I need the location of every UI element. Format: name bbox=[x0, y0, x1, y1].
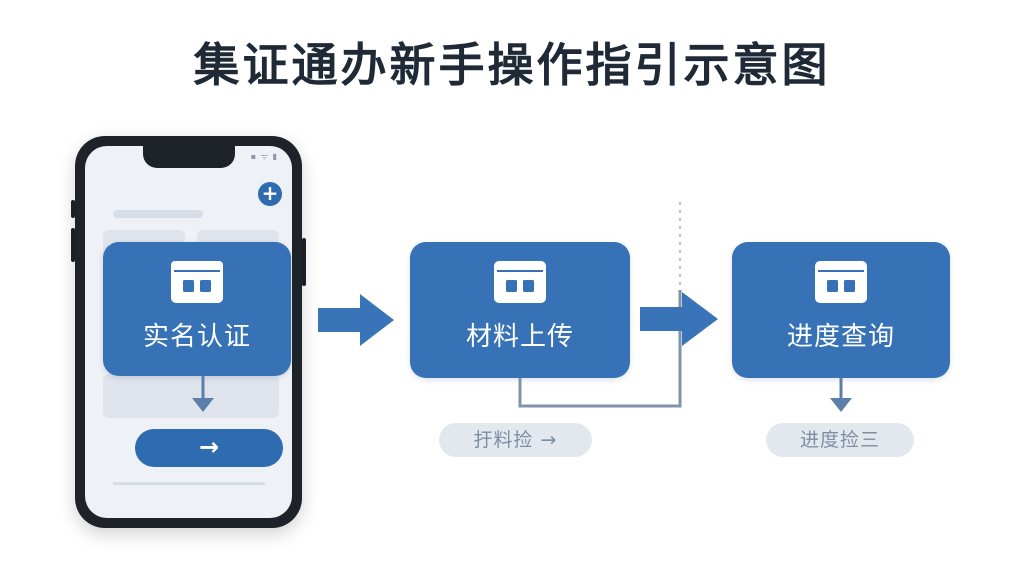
down-arrow-step3 bbox=[830, 378, 852, 412]
phone-notch bbox=[143, 146, 235, 168]
step-label: 材料上传 bbox=[465, 322, 574, 352]
connector-line bbox=[518, 290, 682, 408]
phone-side-button-left-1 bbox=[71, 200, 75, 218]
pill-progress-hint[interactable]: 进度捡三 bbox=[766, 423, 914, 457]
next-button[interactable]: → bbox=[135, 429, 283, 467]
diagram-title: 集证通办新手操作指引示意图 bbox=[193, 38, 831, 92]
id-card-icon bbox=[494, 261, 546, 303]
down-arrow-step1 bbox=[192, 376, 214, 412]
step-label: 进度查询 bbox=[786, 322, 895, 352]
placeholder-separator bbox=[113, 482, 265, 485]
id-card-icon bbox=[815, 261, 867, 303]
step-label: 实名认证 bbox=[142, 322, 251, 352]
step-progress-query[interactable]: 进度查询 bbox=[732, 242, 950, 378]
step-real-name-auth[interactable]: 实名认证 bbox=[103, 242, 291, 376]
phone-side-button-left-2 bbox=[71, 228, 75, 262]
dotted-guide-line bbox=[679, 202, 681, 298]
step-material-upload[interactable]: 材料上传 bbox=[410, 242, 630, 378]
placeholder-line bbox=[113, 210, 203, 218]
phone-side-button-right bbox=[302, 238, 306, 286]
id-card-icon bbox=[171, 261, 223, 303]
flow-arrow-2-to-3 bbox=[640, 292, 718, 346]
status-icons: ▪ ᯤ ▮ bbox=[250, 152, 278, 161]
pill-material-hint[interactable]: 扜料捡 → bbox=[439, 423, 592, 457]
flow-arrow-1-to-2 bbox=[318, 294, 394, 346]
placeholder-card-lower bbox=[103, 374, 279, 418]
add-button[interactable]: + bbox=[258, 182, 282, 206]
